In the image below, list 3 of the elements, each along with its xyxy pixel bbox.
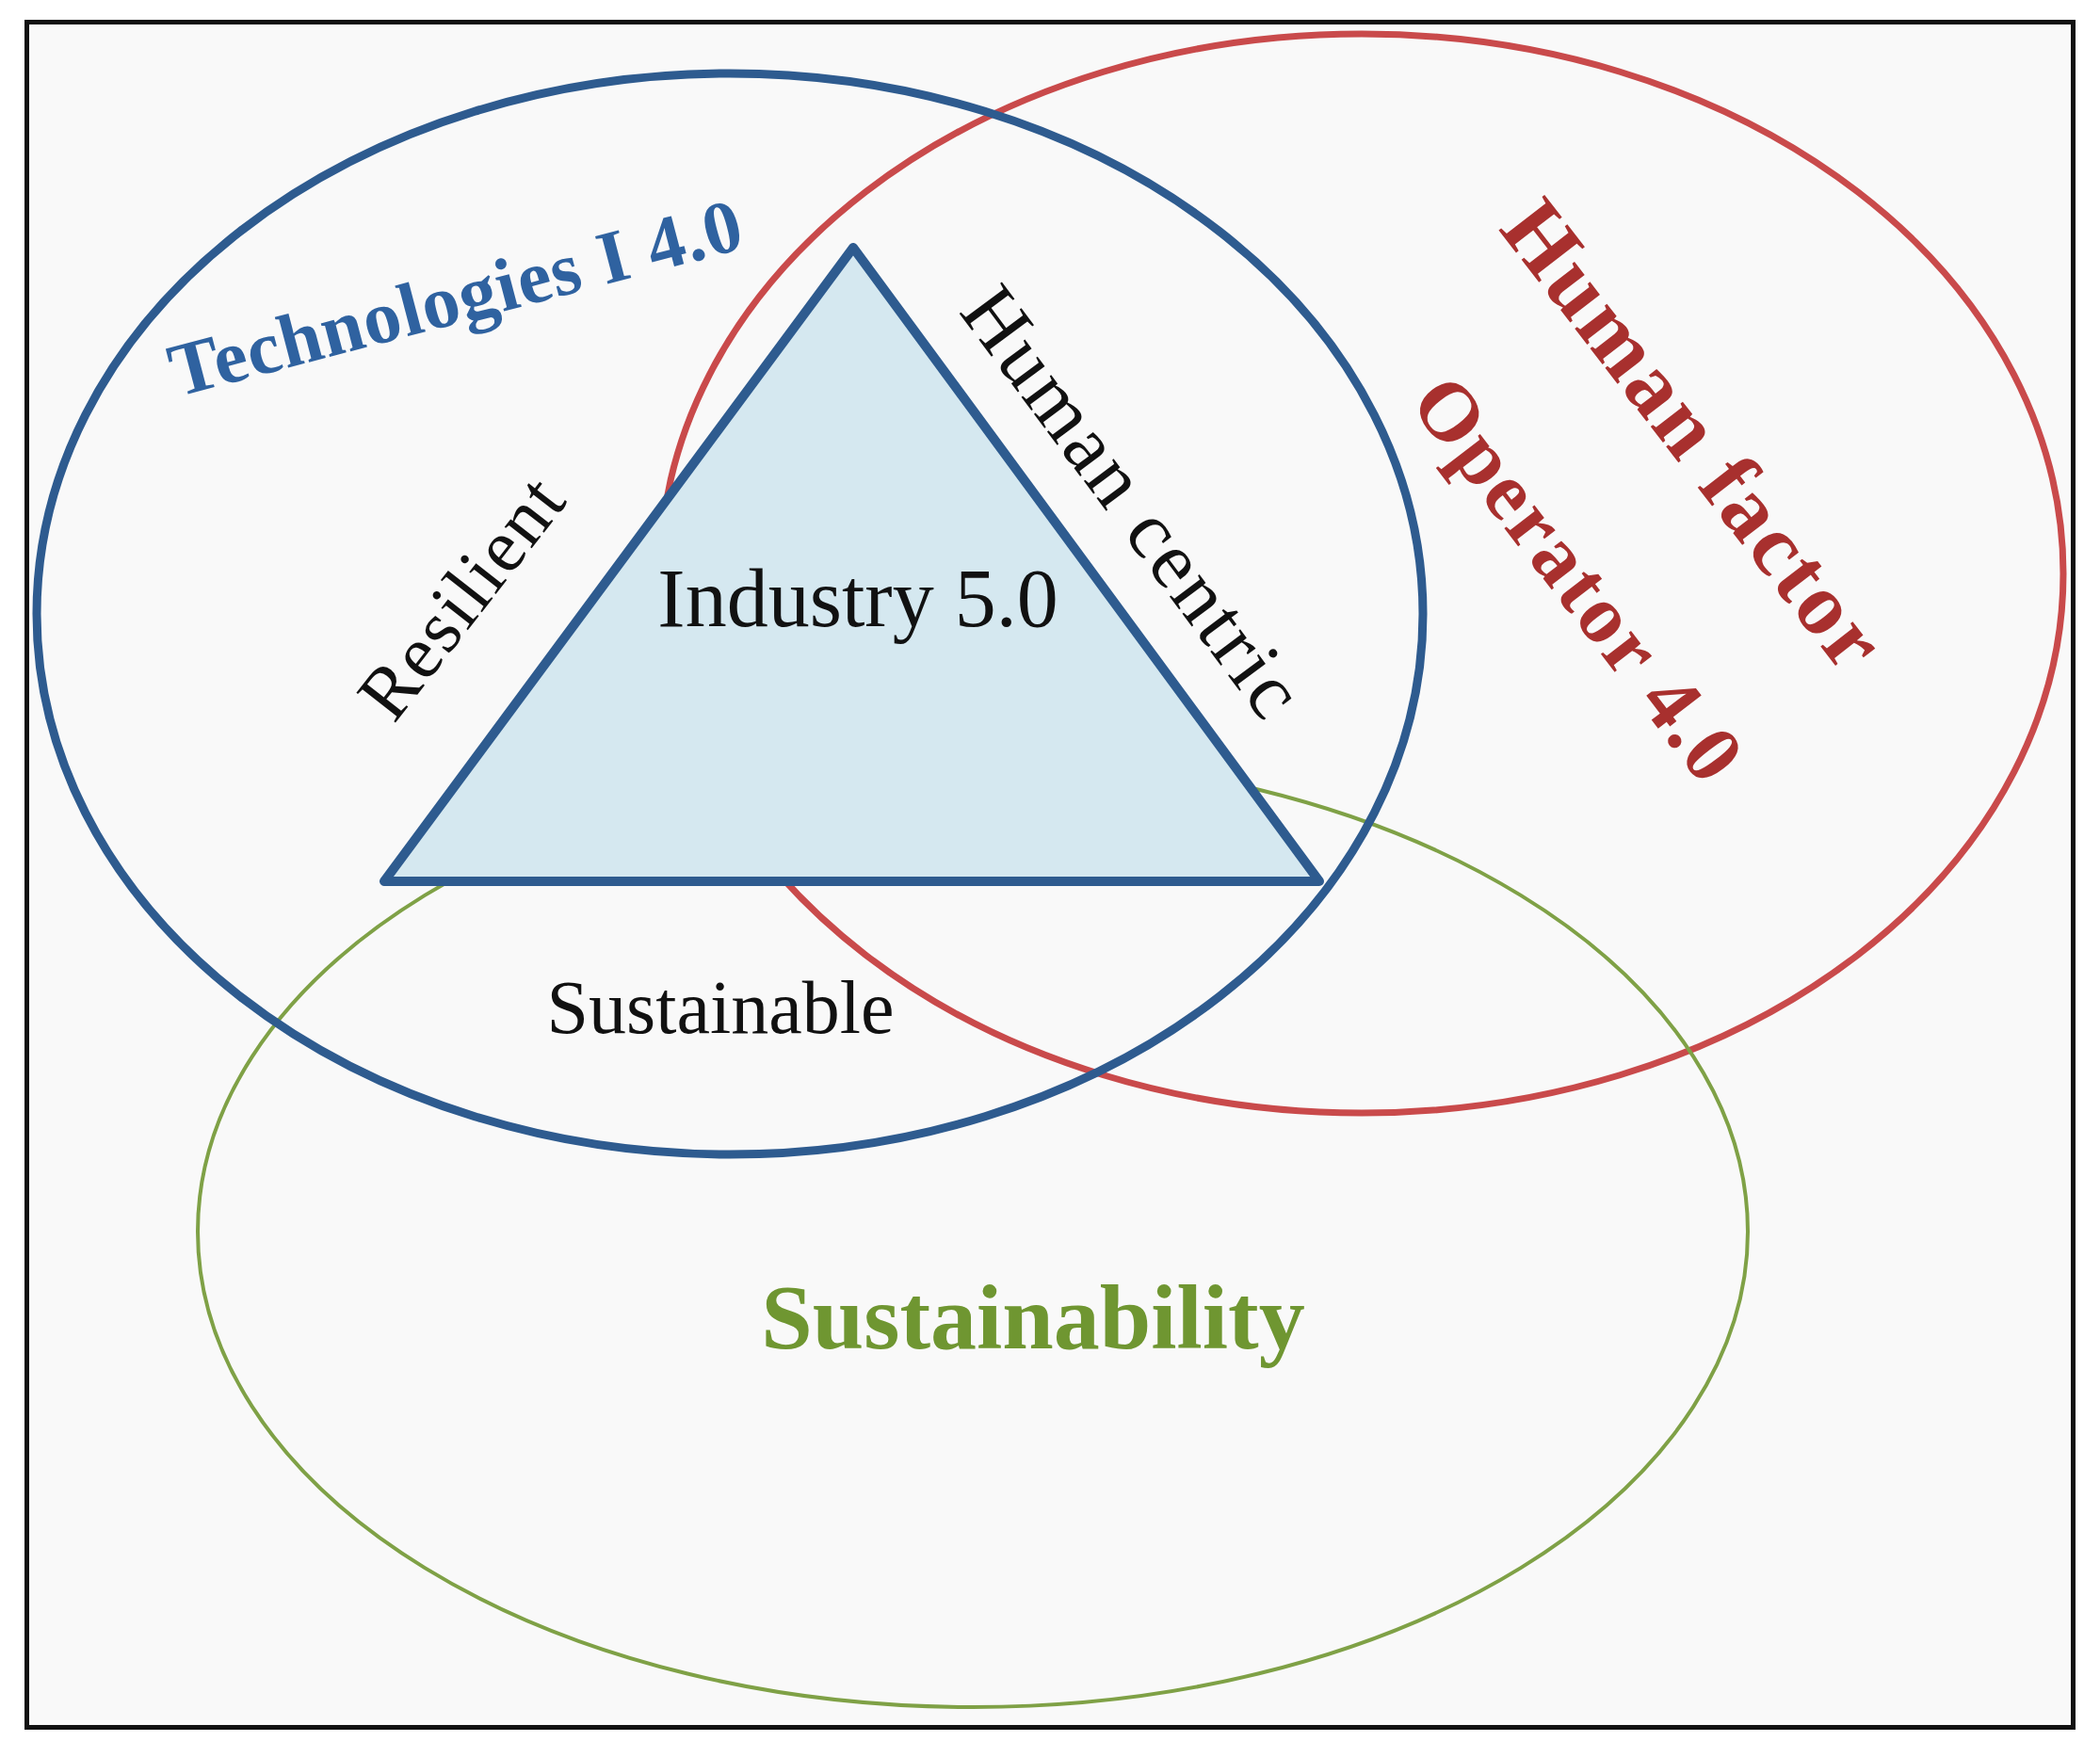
set-label: Sustainability — [760, 1265, 1306, 1371]
center-label: Industry 5.0 — [656, 551, 1059, 646]
side-label: Sustainable — [545, 965, 896, 1051]
